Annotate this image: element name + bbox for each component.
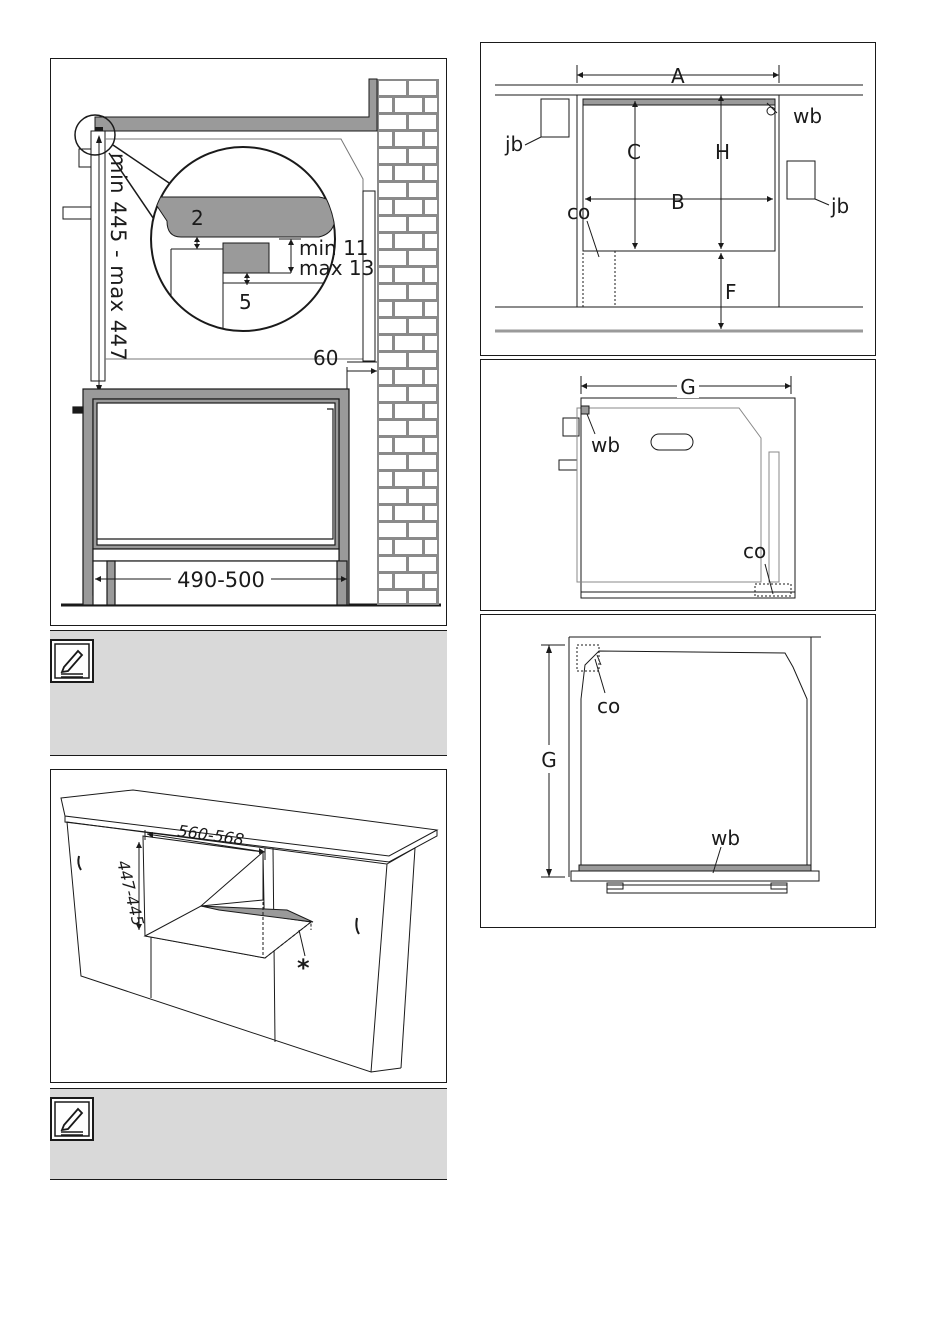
label-jb-left: jb — [504, 132, 523, 156]
label-H: H — [715, 140, 730, 164]
label-jb-right: jb — [830, 194, 849, 218]
label-G: G — [680, 375, 696, 399]
figure-perspective-cabinet: 560-568 447-445 * — [50, 769, 447, 1083]
figure-oven-front: G co wb — [480, 614, 876, 928]
perspective-cabinet-drawing: 560-568 447-445 * — [51, 770, 447, 1083]
note-box-2 — [50, 1088, 447, 1180]
dim-max-label: max 13 — [299, 256, 374, 280]
detail-magnifier: 2 min 11 max 13 5 — [151, 147, 374, 339]
dim-depth-label: 490-500 — [177, 568, 265, 592]
dim-2-label: 2 — [191, 206, 204, 230]
label-B: B — [671, 190, 685, 214]
oven-front-drawing: G co wb — [481, 615, 876, 928]
dim-5-label: 5 — [239, 290, 252, 314]
oven-side-drawing: G wb co — [481, 360, 876, 611]
side-installation-drawing: min 445 - max 447 — [51, 59, 447, 626]
label-A: A — [671, 64, 685, 88]
label-wb: wb — [591, 433, 620, 457]
label-co: co — [743, 539, 766, 563]
front-niche-drawing: A C H B F jb jb wb co — [481, 43, 876, 356]
note-box-1 — [50, 630, 447, 756]
label-wb: wb — [793, 104, 822, 128]
asterisk-label: * — [297, 954, 310, 982]
dim-height-label: 447-445 — [113, 858, 148, 927]
label-co: co — [567, 200, 590, 224]
height-dimension-label: min 445 - max 447 — [106, 153, 130, 361]
label-wb: wb — [711, 826, 740, 850]
figure-front-niche: A C H B F jb jb wb co — [480, 42, 876, 356]
label-C: C — [627, 140, 641, 164]
label-F: F — [725, 280, 737, 304]
dim-60-label: 60 — [313, 346, 338, 370]
pencil-note-icon — [50, 639, 94, 683]
label-G: G — [541, 748, 557, 772]
figure-side-installation: min 445 - max 447 — [50, 58, 447, 626]
label-co: co — [597, 694, 620, 718]
brick-wall — [377, 79, 439, 605]
figure-oven-side: G wb co — [480, 359, 876, 611]
pencil-note-icon — [50, 1097, 94, 1141]
